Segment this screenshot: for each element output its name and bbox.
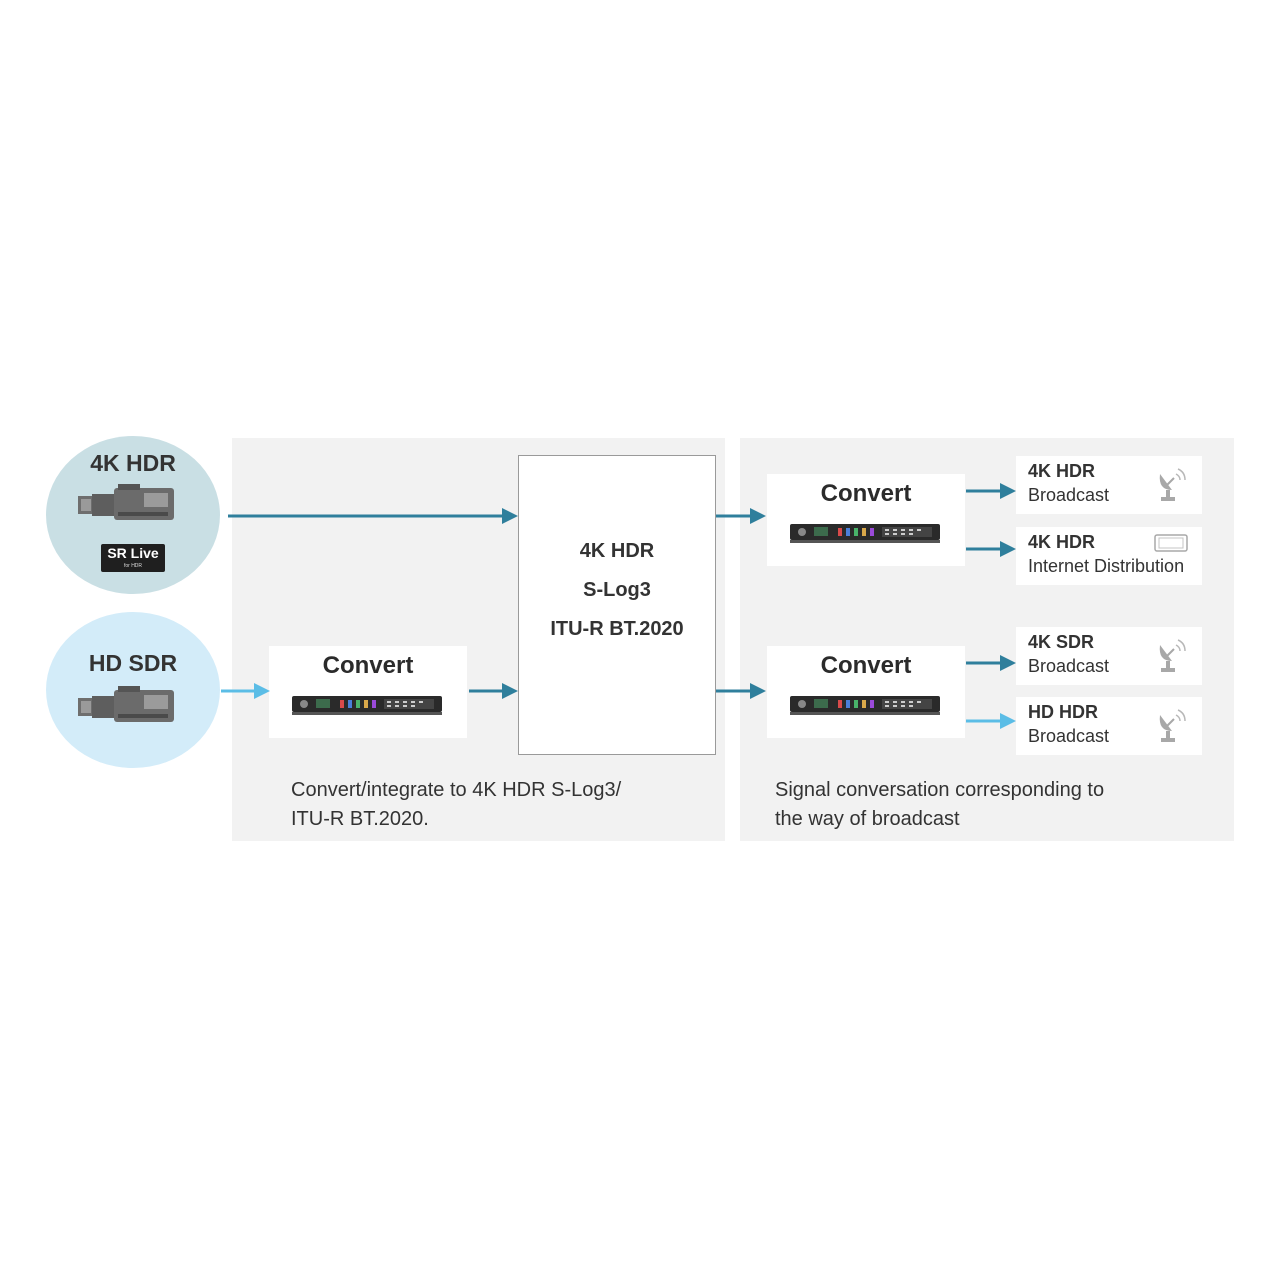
integration-caption: Convert/integrate to 4K HDR S-Log3/ ITU-… (291, 776, 621, 834)
output-convert-title-1: Convert (820, 480, 912, 507)
format-line-1: 4K HDR (579, 540, 655, 562)
arrow-to-4k-hdr-internet (966, 541, 1016, 557)
source-4k-hdr-label: 4K HDR (90, 450, 176, 476)
satellite-dish-icon (1159, 639, 1186, 672)
output-4k-hdr-internet: 4K HDR Internet Distribution (1016, 527, 1202, 585)
integration-caption-line-1: Convert/integrate to 4K HDR S-Log3/ (291, 779, 622, 801)
output-subtitle: Broadcast (1028, 726, 1110, 746)
input-convert-box: Convert (269, 646, 467, 738)
output-convert-title-2: Convert (820, 652, 912, 679)
output-subtitle: Internet Distribution (1028, 556, 1185, 576)
format-line-3: ITU-R BT.2020 (550, 618, 684, 640)
converter-device-icon (292, 696, 442, 715)
satellite-dish-icon (1159, 468, 1186, 501)
output-title: 4K HDR (1028, 461, 1096, 481)
format-line-2: S-Log3 (583, 579, 651, 601)
output-hd-hdr-broadcast: HD HDR Broadcast (1016, 697, 1202, 755)
satellite-dish-icon (1159, 709, 1186, 742)
integration-caption-line-2: ITU-R BT.2020. (291, 808, 429, 830)
integration-format-box: 4K HDR S-Log3 ITU-R BT.2020 (518, 455, 716, 755)
distribution-caption: Signal conversation corresponding to the… (775, 776, 1104, 834)
sr-live-badge: SR Live for HDR (101, 544, 165, 572)
tablet-icon (1154, 534, 1188, 552)
arrow-to-hd-hdr-broadcast (966, 713, 1016, 729)
source-hd-sdr: HD SDR (46, 612, 220, 768)
output-title: 4K SDR (1028, 632, 1095, 652)
output-subtitle: Broadcast (1028, 485, 1110, 505)
arrow-format-to-convert-1 (716, 508, 766, 524)
sr-live-badge-title: SR Live (107, 545, 159, 561)
video-camera-icon (78, 484, 174, 520)
source-4k-hdr: 4K HDR SR Live for HDR (46, 436, 220, 594)
video-camera-icon (78, 686, 174, 722)
arrow-4k-hdr-to-format (228, 508, 518, 524)
input-convert-title: Convert (322, 652, 414, 679)
output-subtitle: Broadcast (1028, 656, 1110, 676)
arrow-to-4k-sdr-broadcast (966, 655, 1016, 671)
converter-device-icon (790, 696, 940, 715)
source-hd-sdr-label: HD SDR (88, 650, 178, 676)
arrow-convert-to-format (469, 683, 518, 699)
arrow-hd-sdr-to-convert (221, 683, 270, 699)
output-convert-box-2: Convert (767, 646, 965, 738)
converter-device-icon (790, 524, 940, 543)
sr-live-badge-subtitle: for HDR (123, 563, 143, 569)
output-title: HD HDR (1028, 702, 1098, 722)
arrow-to-4k-hdr-broadcast (966, 483, 1016, 499)
arrow-format-to-convert-2 (716, 683, 766, 699)
output-4k-sdr-broadcast: 4K SDR Broadcast (1016, 627, 1202, 685)
output-convert-box-1: Convert (767, 474, 965, 566)
output-4k-hdr-broadcast: 4K HDR Broadcast (1016, 456, 1202, 514)
distribution-caption-line-2: the way of broadcast (775, 808, 960, 830)
distribution-caption-line-1: Signal conversation corresponding to (775, 779, 1105, 801)
output-title: 4K HDR (1028, 532, 1096, 552)
